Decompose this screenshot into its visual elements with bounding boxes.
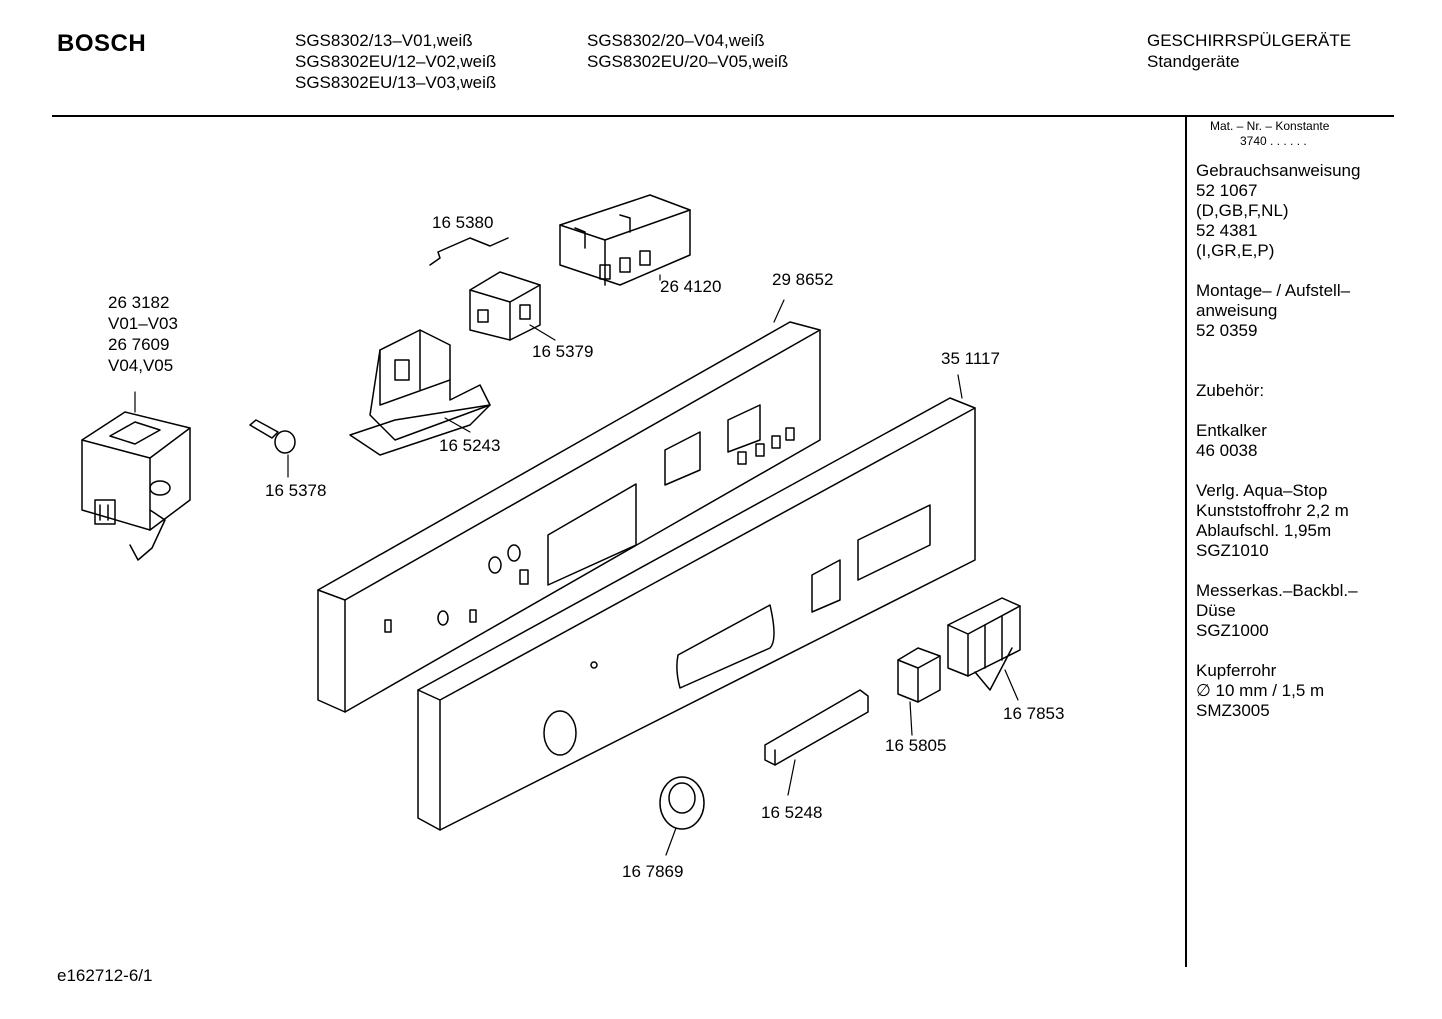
material-number: Mat. – Nr. – Konstante 3740 . . . . . . — [1210, 119, 1329, 149]
sidebar-line: 46 0038 — [1196, 441, 1258, 460]
part-label-v01v03: V01–V03 — [108, 314, 178, 333]
model-item: SGS8302/13–V01,weiß — [295, 31, 473, 50]
brand-logo: BOSCH — [57, 30, 147, 57]
sidebar-block-cutlery: Messerkas.–Backbl.– Düse SGZ1000 — [1196, 581, 1360, 641]
material-label: Mat. – Nr. – Konstante — [1210, 119, 1330, 133]
sidebar-line: Gebrauchsanweisung — [1196, 161, 1361, 180]
category-title: GESCHIRRSPÜLGERÄTE — [1147, 31, 1352, 50]
model-list-1: SGS8302/13–V01,weiß SGS8302EU/12–V02,wei… — [295, 30, 496, 93]
part-label-267609: 26 7609 — [108, 335, 169, 354]
sidebar-line: Entkalker — [1196, 421, 1267, 440]
sidebar-line: 52 0359 — [1196, 321, 1258, 340]
category-heading: GESCHIRRSPÜLGERÄTE Standgeräte — [1147, 30, 1351, 72]
header-rule — [52, 115, 1394, 117]
sidebar-line: (I,GR,E,P) — [1196, 241, 1275, 260]
sidebar-line: 52 1067 — [1196, 181, 1258, 200]
part-label-167853: 16 7853 — [1003, 704, 1064, 723]
part-label-165378: 16 5378 — [265, 481, 326, 500]
sidebar-line: Kunststoffrohr 2,2 m — [1196, 501, 1349, 520]
part-label-351117: 35 1117 — [941, 349, 1000, 368]
lamp-drawing — [249, 419, 296, 478]
switch-drawing — [469, 271, 556, 341]
model-list-2: SGS8302/20–V04,weiß SGS8302EU/20–V05,wei… — [587, 30, 788, 72]
part-label-165248: 16 5248 — [761, 803, 822, 822]
sidebar-block-accessories: Zubehör: — [1196, 361, 1360, 401]
material-value: 3740 . . . . . . — [1240, 134, 1307, 148]
part-label-167869: 16 7869 — [622, 862, 683, 881]
sidebar-notes: Gebrauchsanweisung 52 1067 (D,GB,F,NL) 5… — [1196, 161, 1360, 741]
part-label-263182: 26 3182 — [108, 293, 169, 312]
sidebar-line: 52 4381 — [1196, 221, 1258, 240]
part-label-264120: 26 4120 — [660, 277, 721, 296]
sidebar-line: Verlg. Aqua–Stop — [1196, 481, 1328, 500]
part-label-165243: 16 5243 — [439, 436, 500, 455]
model-item: SGS8302/20–V04,weiß — [587, 31, 765, 50]
inner-panel-drawing — [317, 299, 821, 713]
sidebar-line: ∅ 10 mm / 1,5 m — [1196, 681, 1325, 700]
sidebar-block-descaler: Entkalker 46 0038 — [1196, 421, 1360, 461]
part-label-v04v05: V04,V05 — [108, 356, 173, 375]
sidebar-block-copper: Kupferrohr ∅ 10 mm / 1,5 m SMZ3005 — [1196, 661, 1360, 721]
sidebar-line: SGZ1000 — [1196, 621, 1269, 640]
sidebar-rule — [1185, 115, 1187, 967]
part-label-298652: 29 8652 — [772, 270, 833, 289]
sidebar-block-manual: Gebrauchsanweisung 52 1067 (D,GB,F,NL) 5… — [1196, 161, 1360, 261]
model-item: SGS8302EU/12–V02,weiß — [295, 52, 497, 71]
control-module-drawing — [81, 391, 191, 561]
spring-wire-drawing — [429, 237, 509, 266]
part-label-165379: 16 5379 — [532, 342, 593, 361]
sidebar-line: Ablaufschl. 1,95m — [1196, 521, 1332, 540]
sidebar-line: SGZ1010 — [1196, 541, 1269, 560]
sidebar-line: SMZ3005 — [1196, 701, 1270, 720]
button-set-drawing — [947, 597, 1021, 701]
knob-drawing — [659, 776, 705, 856]
sidebar-block-installation: Montage– / Aufstell– anweisung 52 0359 — [1196, 281, 1360, 341]
lock-housing-drawing — [349, 329, 491, 456]
sidebar-line: Messerkas.–Backbl.– — [1196, 581, 1358, 600]
part-label-165805: 16 5805 — [885, 736, 946, 755]
sidebar-block-aquastop: Verlg. Aqua–Stop Kunststoffrohr 2,2 m Ab… — [1196, 481, 1360, 561]
sidebar-line: Montage– / Aufstell– — [1196, 281, 1351, 300]
strip-drawing — [764, 689, 869, 796]
model-item: SGS8302EU/20–V05,weiß — [587, 52, 789, 71]
drawing-id: e162712-6/1 — [57, 966, 153, 985]
part-label-165380: 16 5380 — [432, 213, 493, 232]
front-panel-drawing — [417, 374, 976, 831]
button-single-drawing — [897, 647, 941, 736]
connector-block-drawing — [559, 194, 691, 286]
category-subtitle: Standgeräte — [1147, 52, 1240, 71]
sidebar-line: anweisung — [1196, 301, 1278, 320]
sidebar-line: Düse — [1196, 601, 1236, 620]
sidebar-line: (D,GB,F,NL) — [1196, 201, 1289, 220]
sidebar-line: Kupferrohr — [1196, 661, 1277, 680]
sidebar-line: Zubehör: — [1196, 381, 1265, 400]
model-item: SGS8302EU/13–V03,weiß — [295, 73, 497, 92]
